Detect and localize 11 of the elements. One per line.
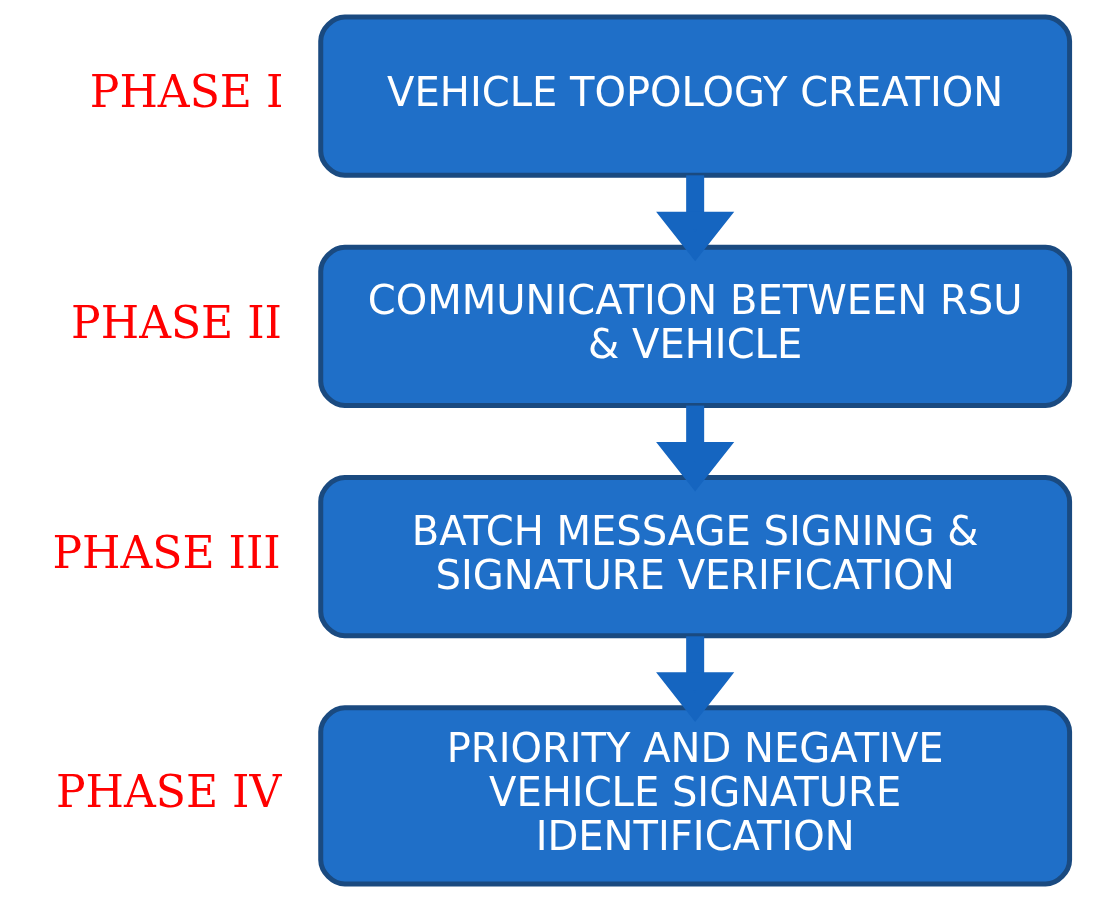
node-label: PHASE I	[89, 65, 283, 117]
arrow	[655, 635, 734, 722]
node-box: VEHICLE TOPOLOGY CREATION	[317, 14, 1072, 178]
arrow	[655, 174, 734, 261]
arrow	[655, 405, 734, 492]
node-box: BATCH MESSAGE SIGNING & SIGNATURE VERIFICATION	[317, 474, 1072, 638]
node-box: COMMUNICATION BETWEEN RSU & VEHICLE	[317, 244, 1072, 408]
node-box: PRIORITY AND NEGATIVE VEHICLE SIGNATURE IDENTIFICATION	[317, 704, 1072, 886]
node-label: PHASE IV	[55, 765, 281, 817]
node-label: PHASE II	[70, 296, 282, 348]
node-label: PHASE III	[51, 526, 281, 578]
